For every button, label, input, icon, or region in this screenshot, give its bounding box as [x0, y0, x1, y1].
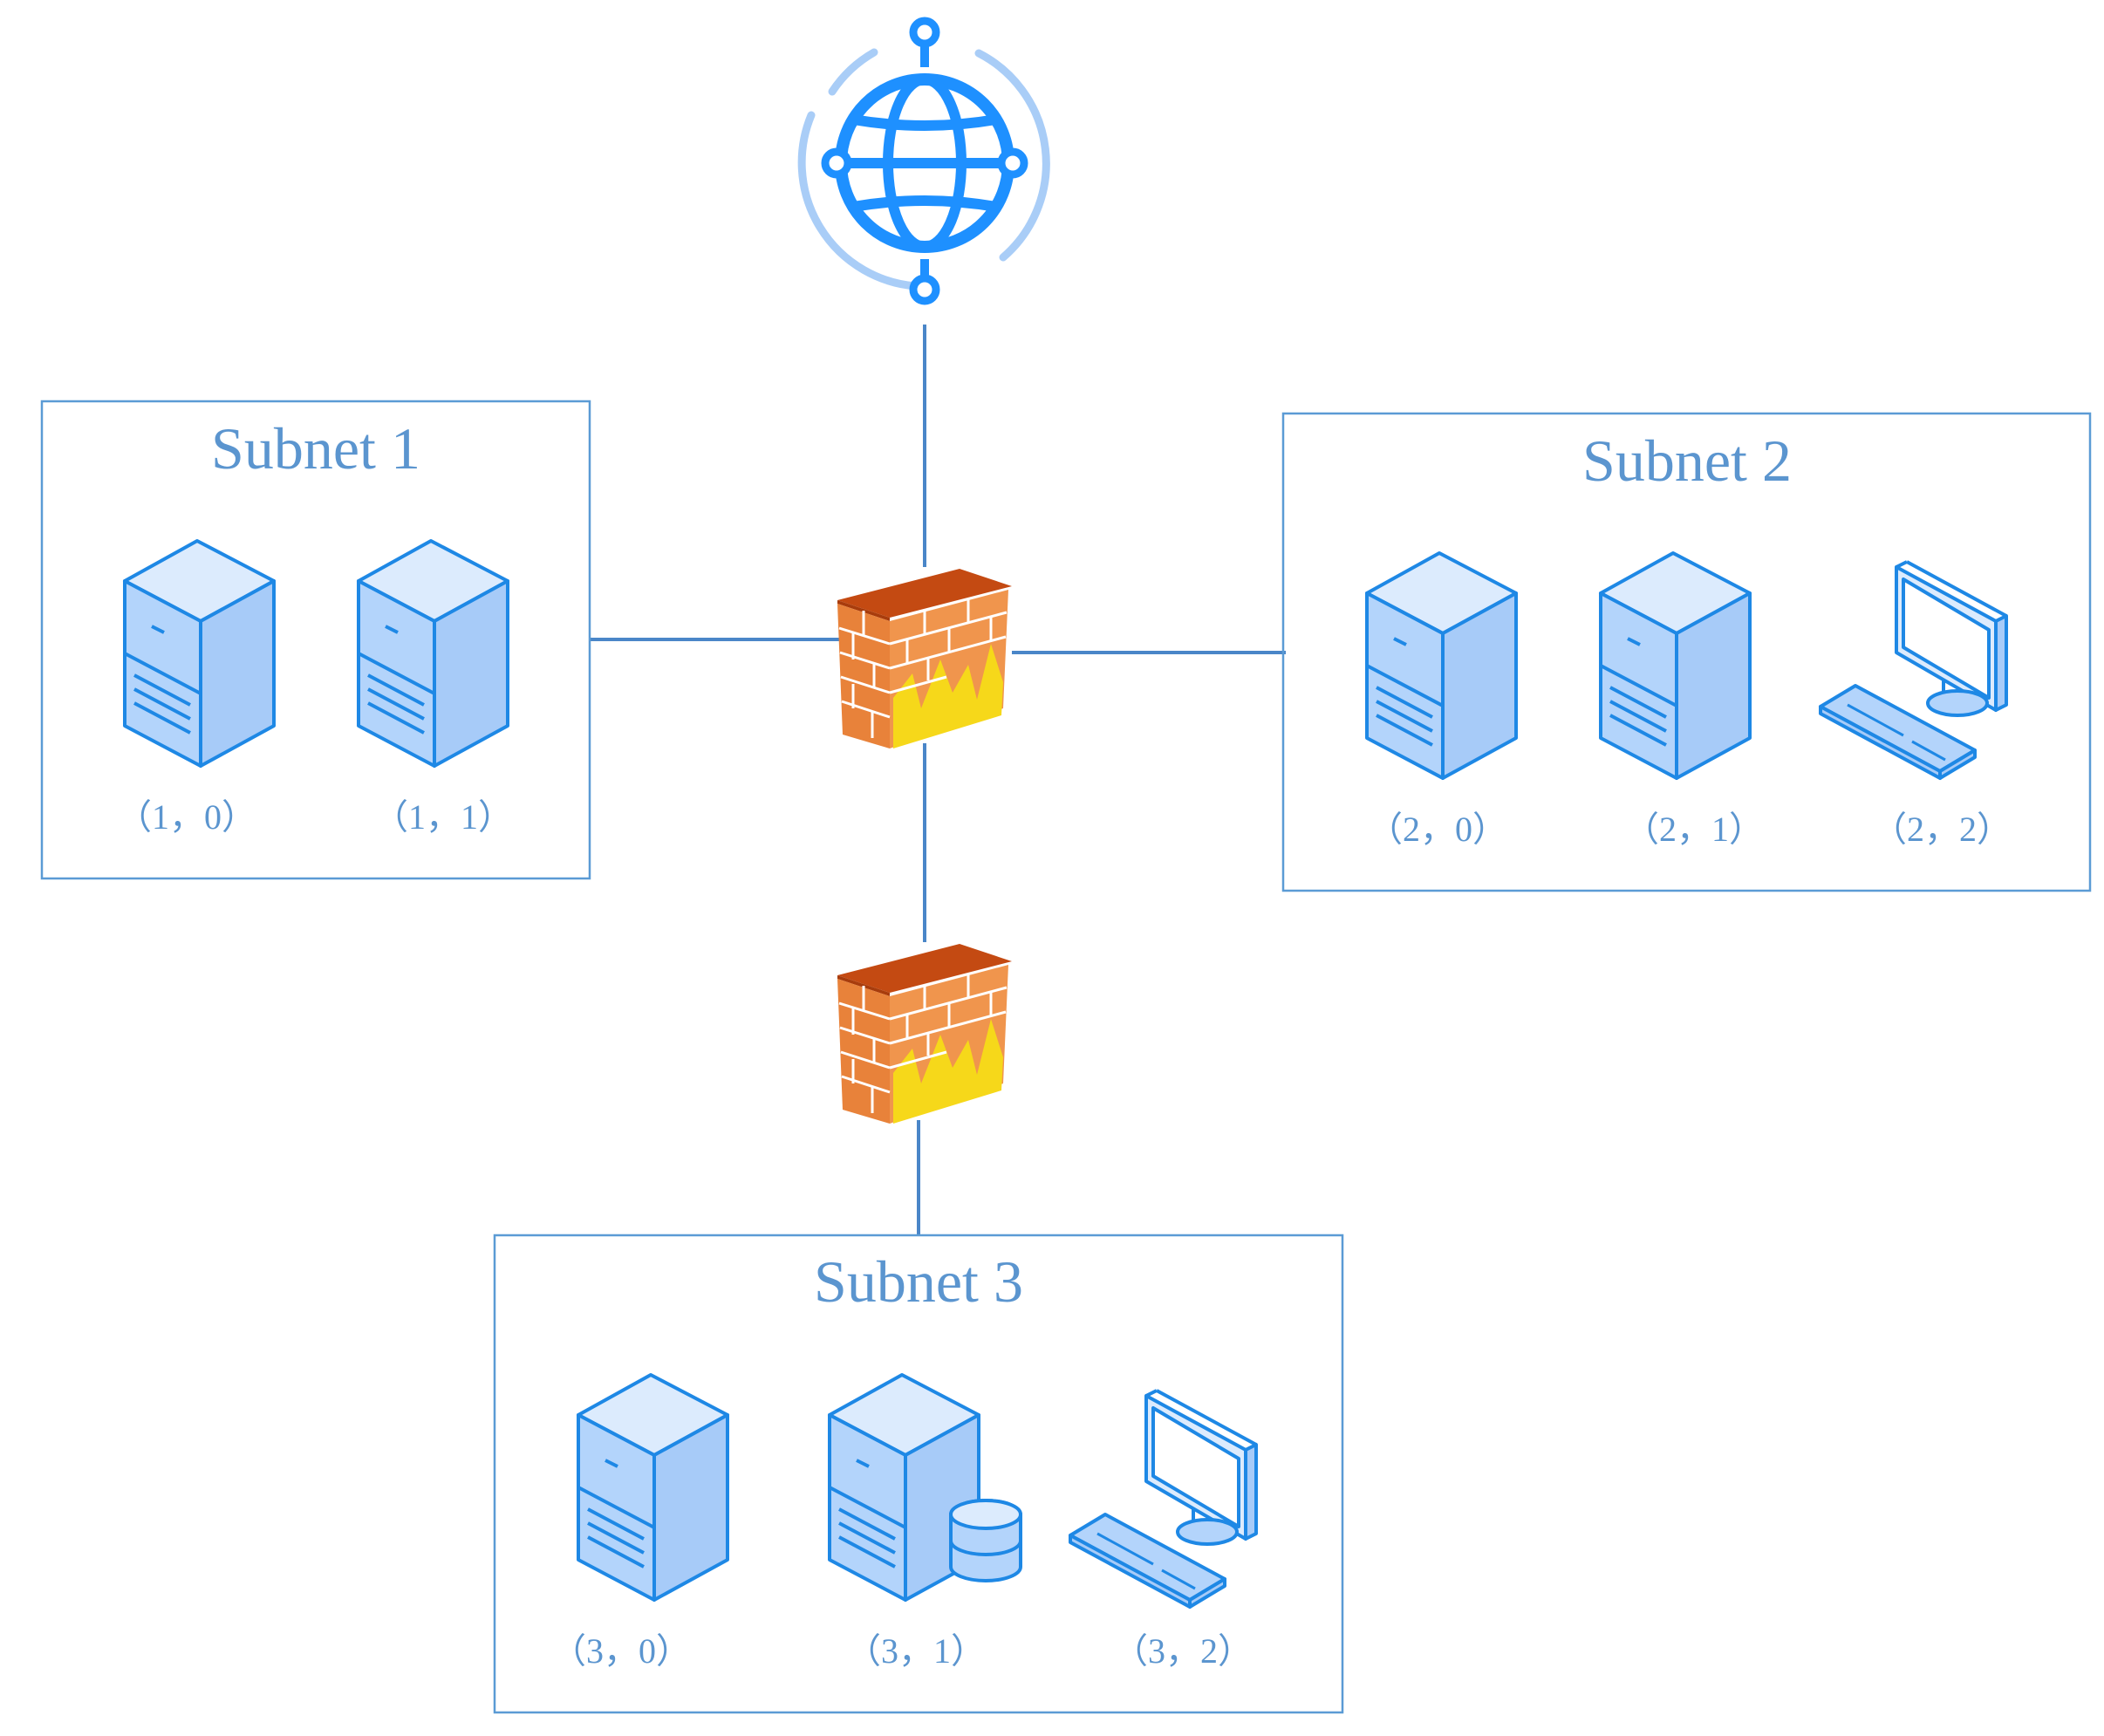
- server-icon: [1365, 551, 1518, 780]
- server-icon: [123, 539, 276, 768]
- host-label-1-0: （1，0）: [117, 797, 256, 837]
- host-label-2-1: （2，1）: [1624, 810, 1764, 849]
- subnet-2-title: Subnet 2: [1582, 427, 1792, 494]
- subnet-1-box: [40, 400, 591, 880]
- database-server-icon: [828, 1373, 1022, 1602]
- firewall-icon: [836, 942, 1014, 1125]
- host-label-2-0: （2，0）: [1368, 810, 1507, 849]
- globe-icon: [797, 17, 1050, 305]
- host-label-3-0: （3，0）: [551, 1631, 691, 1671]
- server-icon: [577, 1373, 729, 1602]
- workstation-icon: [1819, 560, 2008, 780]
- subnet-3-title: Subnet 3: [814, 1248, 1023, 1315]
- database-icon: [949, 1499, 1022, 1582]
- connection-lines: [590, 325, 1286, 1235]
- firewall-icon: [836, 567, 1014, 750]
- server-icon: [1599, 551, 1752, 780]
- host-label-3-2: （3，2）: [1113, 1631, 1253, 1671]
- subnet-2-box: [1281, 412, 2092, 892]
- server-icon: [357, 539, 509, 768]
- workstation-icon: [1069, 1389, 1258, 1609]
- host-label-1-1: （1，1）: [373, 797, 513, 837]
- subnet-2: Subnet 2 （2，0） （2，1） （2，2）: [1281, 412, 2092, 892]
- host-label-3-1: （3，1）: [846, 1631, 986, 1671]
- subnet-1-title: Subnet 1: [211, 415, 420, 482]
- subnet-1: Subnet 1 （1，0） （1，1）: [40, 400, 591, 880]
- host-label-2-2: （2，2）: [1872, 810, 2012, 849]
- subnet-3-box: [493, 1234, 1344, 1714]
- subnet-3: Subnet 3 （3，0） （3，1） （3，2）: [493, 1234, 1344, 1714]
